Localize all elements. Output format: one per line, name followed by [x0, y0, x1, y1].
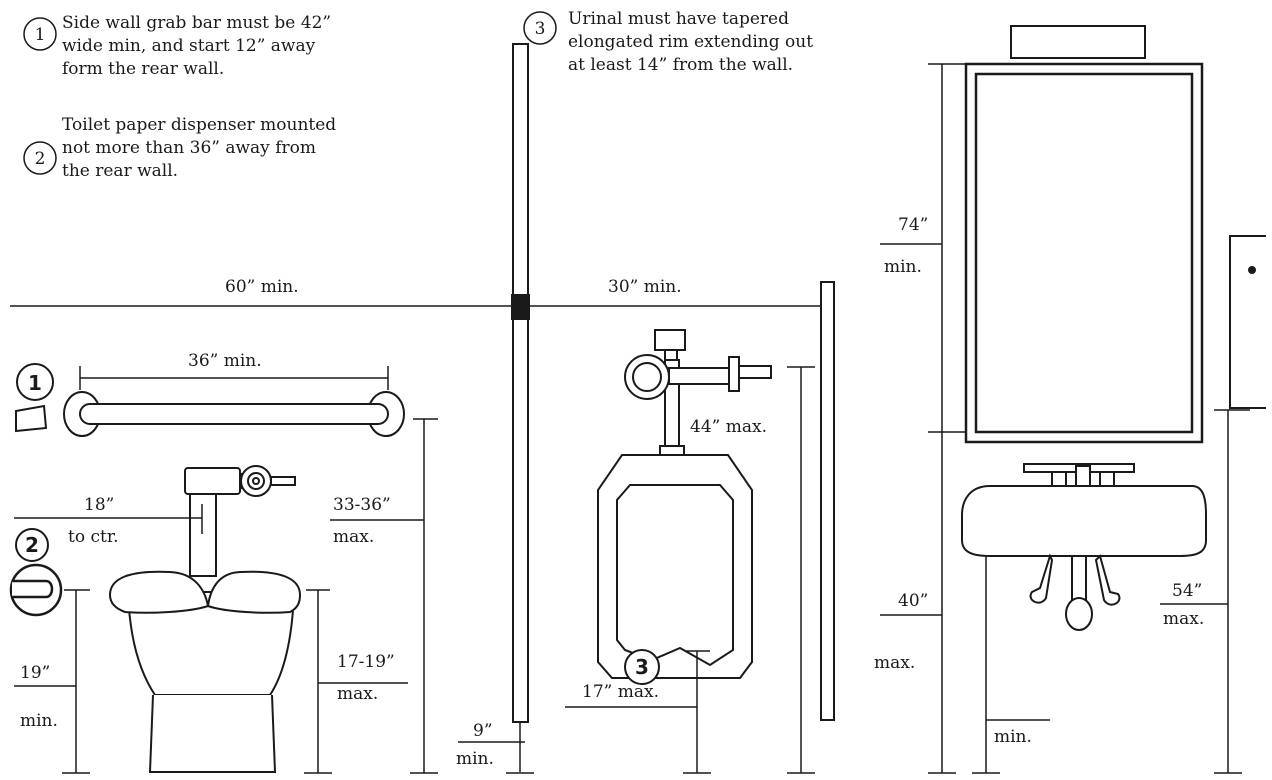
sink-faucet	[1023, 463, 1135, 487]
partition-wall	[458, 43, 530, 772]
mirror-74-min-label: min.	[884, 257, 922, 277]
towel-dispenser	[1229, 235, 1266, 409]
urinal-privacy-panel	[820, 281, 835, 721]
note-3-line-1: Urinal must have tapered	[568, 9, 789, 29]
grab-height-dimension	[330, 418, 438, 773]
urinal-flush-height-dimension	[787, 366, 815, 773]
urinal-flush-valve	[624, 329, 772, 457]
grab-bar	[63, 391, 405, 437]
note-1-marker	[23, 17, 57, 51]
seat-height-17-19-label: 17-19”	[337, 652, 395, 672]
towel-height-dimension	[1160, 409, 1250, 773]
note-2: 2 Toilet paper dispenser mounted not mor…	[23, 115, 336, 181]
marker-2-number: 2	[25, 533, 39, 557]
dispenser-18-label: 18”	[84, 495, 114, 515]
dispenser-offset-dimension	[14, 504, 203, 534]
urinal	[597, 454, 753, 679]
note-2-line-2: not more than 36” away from	[62, 138, 316, 158]
sink	[961, 485, 1207, 557]
partition-9-label: 9”	[473, 721, 493, 741]
note-3-line-2: elongated rim extending out	[568, 32, 813, 52]
note-3: 3 Urinal must have tapered elongated rim…	[523, 9, 813, 75]
width-30-label: 30” min.	[608, 277, 682, 297]
urinal-rim-dimension	[565, 650, 710, 773]
note-1: 1 Side wall grab bar must be 42” wide mi…	[23, 13, 331, 79]
toilet-paper-dispenser	[9, 563, 63, 617]
partition-9-sub: min.	[456, 749, 494, 769]
light-fixture	[1010, 25, 1146, 59]
grab-bar-36-label: 36” min.	[188, 351, 262, 371]
note-2-number: 2	[35, 149, 46, 169]
marker-2: 2	[15, 528, 49, 562]
note-2-line-3: the rear wall.	[62, 161, 178, 181]
toilet-flush-valve	[184, 465, 296, 577]
sink-40-label: 40”	[898, 591, 928, 611]
dispenser-19-label: 19”	[20, 663, 50, 683]
mirror-height-dimension	[880, 63, 1000, 773]
note-2-line-1: Toilet paper dispenser mounted	[62, 115, 336, 135]
knee-clearance-min-label: min.	[994, 727, 1032, 747]
flush-44-label: 44” max.	[690, 417, 767, 437]
sink-height-dimension	[880, 556, 1050, 773]
note-1-line-1: Side wall grab bar must be 42”	[62, 13, 331, 33]
note-1-line-3: form the rear wall.	[62, 59, 224, 79]
dispenser-to-ctr-label: to ctr.	[68, 527, 119, 547]
paper-icon	[15, 404, 48, 433]
width-60-label: 60” min.	[225, 277, 299, 297]
sink-plumbing	[1029, 553, 1121, 631]
note-3-line-3: at least 14” from the wall.	[568, 55, 793, 75]
dispenser-height-dimension	[14, 589, 90, 773]
mirror	[964, 62, 1204, 444]
note-2-marker	[23, 141, 57, 175]
marker-3: 3	[624, 649, 660, 685]
urinal-17-label: 17” max.	[582, 682, 659, 702]
grab-height-max-label: max.	[333, 527, 374, 547]
marker-3-number: 3	[635, 655, 649, 679]
dispenser-19-min-label: min.	[20, 711, 58, 731]
note-3-marker	[523, 11, 557, 45]
seat-height-max-label: max.	[337, 684, 378, 704]
toilet	[108, 570, 302, 773]
towel-54-label: 54”	[1172, 581, 1202, 601]
marker-1-number: 1	[28, 371, 42, 395]
seat-height-dimension	[306, 589, 408, 773]
note-1-number: 1	[35, 25, 46, 45]
grab-height-33-36-label: 33-36”	[333, 495, 391, 515]
towel-54-max-label: max.	[1163, 609, 1204, 629]
note-1-line-2: wide min, and start 12” away	[62, 36, 316, 56]
mirror-74-label: 74”	[898, 215, 928, 235]
marker-1: 1	[16, 363, 54, 401]
sink-40-max-label: max.	[874, 653, 915, 673]
grab-bar-dimension	[79, 366, 389, 390]
note-3-number: 3	[535, 19, 546, 39]
